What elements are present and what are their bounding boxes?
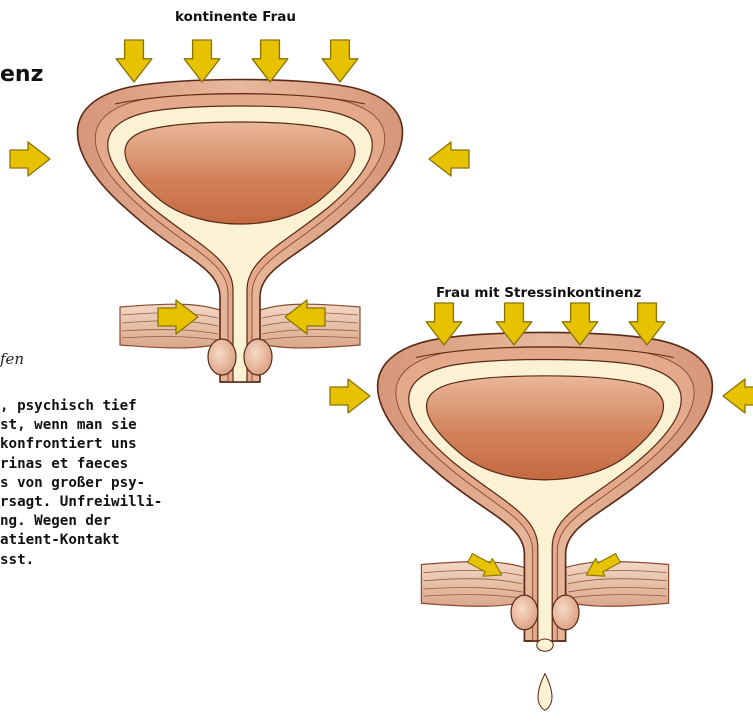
arrow-right-icon xyxy=(10,142,50,176)
leak-drop-icon xyxy=(538,674,552,711)
body-line: st, wenn man sie xyxy=(0,416,240,435)
body-line: , psychisch tief xyxy=(0,397,240,416)
bladder-continent xyxy=(78,80,403,383)
body-line: s von großer psy- xyxy=(0,474,240,493)
arrow-down-icon xyxy=(322,40,358,82)
body-line: ng. Wegen der xyxy=(0,512,240,531)
panel-label-continent: kontinente Frau xyxy=(175,9,296,25)
arrow-down-icon xyxy=(116,40,152,82)
panel-label-stress: Frau mit Stressinkontinenz xyxy=(436,285,641,301)
arrow-down-icon xyxy=(252,40,288,82)
body-line: konfrontiert uns xyxy=(0,435,240,454)
arrow-right-icon xyxy=(330,379,370,413)
leak-droplet xyxy=(537,639,553,651)
arrow-left-icon xyxy=(723,379,753,413)
body-line: sst. xyxy=(0,551,240,570)
body-text: , psychisch tief st, wenn man sie konfro… xyxy=(0,397,240,570)
italic-caption-fragment: fen xyxy=(0,350,24,368)
body-line: rsagt. Unfreiwilli- xyxy=(0,493,240,512)
arrow-left-icon xyxy=(429,142,469,176)
body-line: rinas et faeces xyxy=(0,455,240,474)
bladder-stress-incontinence xyxy=(378,332,713,710)
page-heading-fragment: enz xyxy=(0,62,43,87)
body-line: atient-Kontakt xyxy=(0,531,240,550)
arrow-down-icon xyxy=(184,40,220,82)
